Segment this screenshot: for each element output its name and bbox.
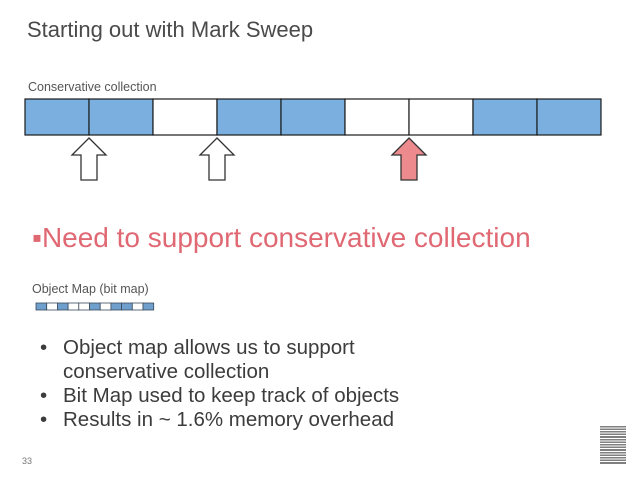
memory-cell-filled (216, 98, 282, 136)
memory-cell-filled (24, 98, 90, 136)
bit-map-bit-set (142, 302, 155, 311)
slide-title: Starting out with Mark Sweep (27, 17, 314, 42)
bullet-dot: • (40, 336, 48, 359)
conservative-collection-label: Conservative collection (28, 80, 157, 94)
slide-number: 33 (22, 456, 33, 466)
bullet-text-line: conservative collection (63, 360, 270, 383)
bullet-text-line: Object map allows us to support (63, 336, 355, 359)
bullet-dot: • (40, 384, 48, 407)
bullet-item: • Results in ~ 1.6% memory overhead (40, 408, 399, 432)
bullet-text-line: Results in ~ 1.6% memory overhead (63, 408, 395, 431)
memory-cell-empty (408, 98, 474, 136)
bullet-dot: • (40, 408, 48, 431)
memory-cell-filled (88, 98, 154, 136)
bullet-item: • Bit Map used to keep track of objects (40, 384, 399, 408)
main-bullet-text: Need to support conservative collection (41, 222, 531, 253)
bit-map-bit-set (110, 302, 123, 311)
bit-map-bit-set (121, 302, 133, 311)
ibm-logo (600, 426, 626, 464)
memory-cell-empty (344, 98, 410, 136)
pointer-arrows (70, 137, 428, 181)
memory-cell-filled (536, 98, 602, 136)
bit-map-bit-clear (67, 302, 80, 311)
pointer-arrow (70, 137, 108, 181)
bit-map-bit-set (89, 302, 101, 311)
memory-cell-filled (472, 98, 538, 136)
bit-map-bit-clear (99, 302, 112, 311)
memory-cells (24, 98, 602, 136)
bit-map-bit-set (35, 302, 48, 311)
main-bullet: ▪Need to support conservative collection (32, 222, 531, 254)
bit-map-bit-set (57, 302, 69, 311)
object-map-label: Object Map (bit map) (32, 282, 149, 296)
pointer-arrow (198, 137, 236, 181)
bit-map-bit-clear (46, 302, 58, 311)
main-bullet-marker: ▪ (32, 222, 42, 253)
bullet-text-line: Bit Map used to keep track of objects (63, 384, 400, 407)
object-bit-map (35, 302, 155, 311)
highlighted-pointer-arrow (390, 137, 428, 181)
memory-cell-filled (280, 98, 346, 136)
bit-map-bit-clear (78, 302, 90, 311)
memory-cell-empty (152, 98, 218, 136)
bit-map-bit-clear (131, 302, 144, 311)
